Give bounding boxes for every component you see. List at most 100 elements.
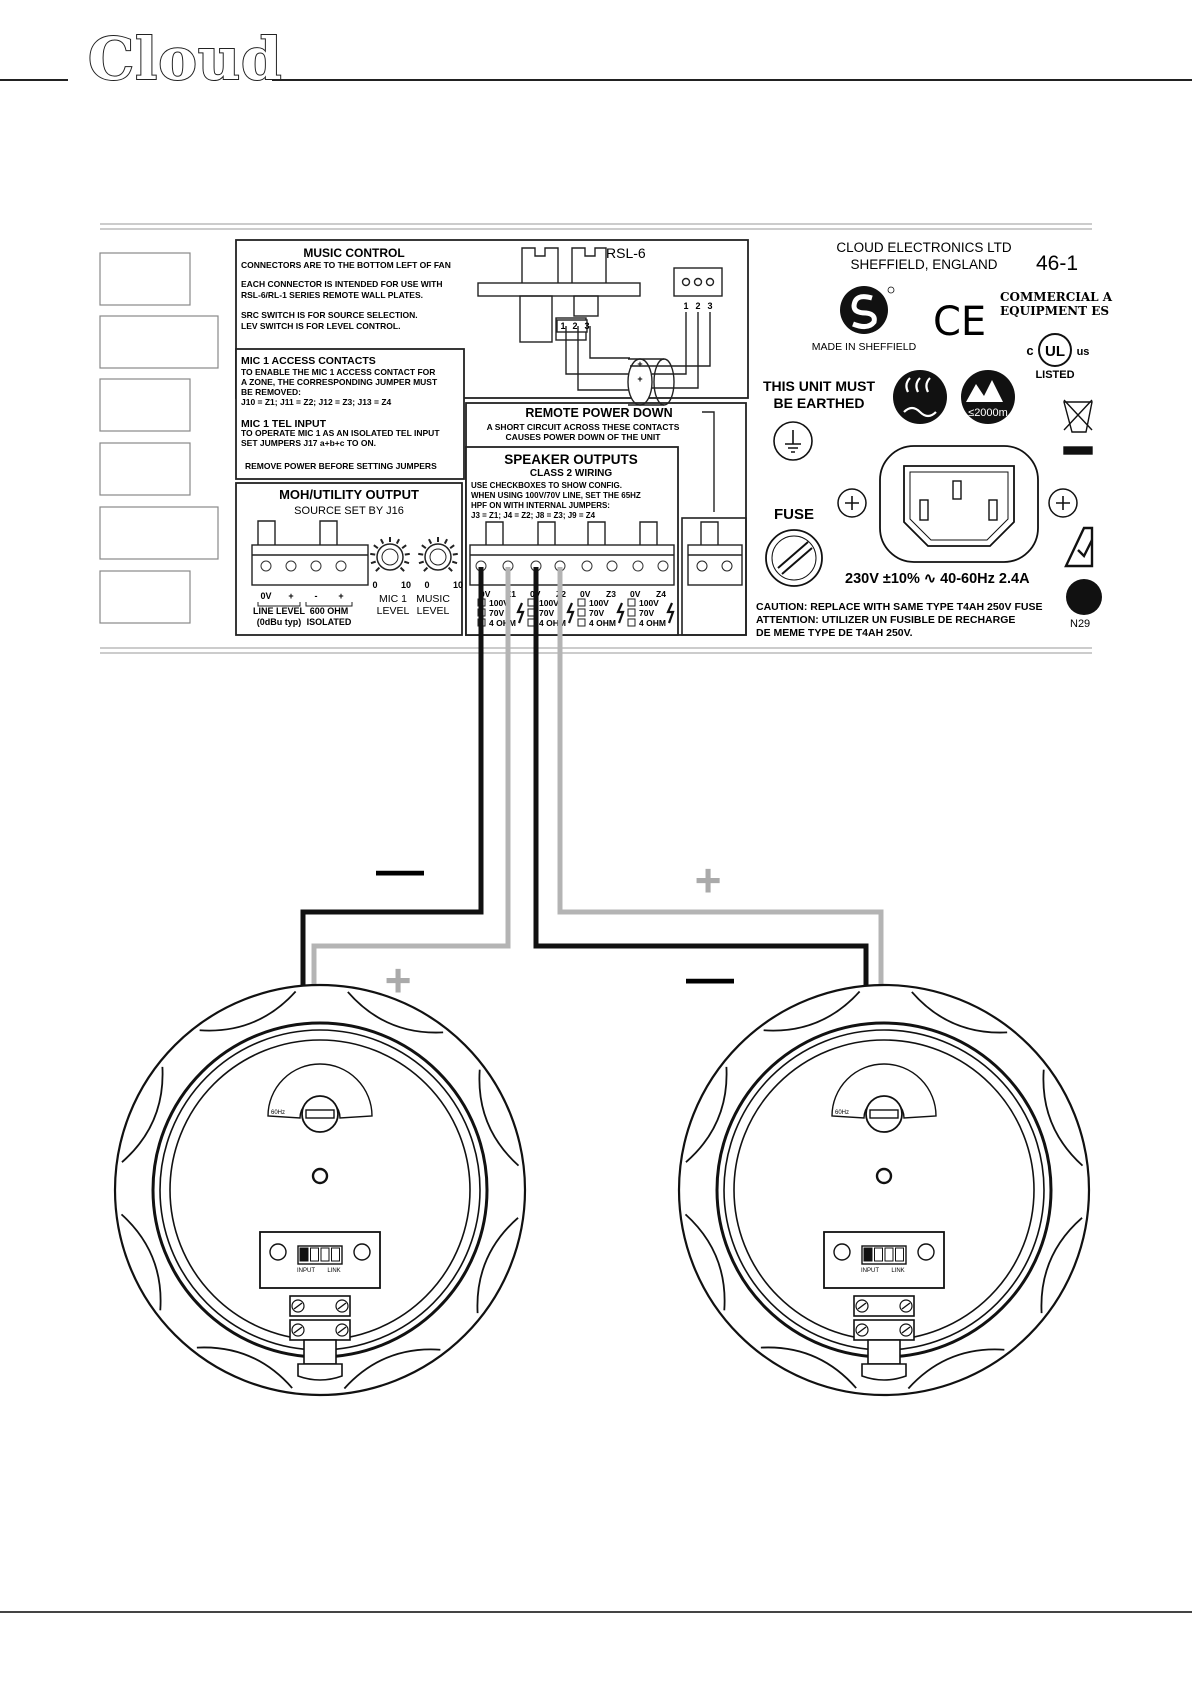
dial-label: 60Hz (835, 1110, 849, 1116)
remote-power-title: REMOTE POWER DOWN (525, 406, 672, 420)
zone-option-label: 4 OHM (539, 618, 566, 628)
knob-scale: 10 (453, 580, 463, 590)
terminal-pin: 3 (707, 301, 712, 311)
speaker-outputs-subtitle: CLASS 2 WIRING (530, 468, 612, 479)
terminal-input-label: INPUT (861, 1268, 879, 1274)
mic-access-line: BE REMOVED: (241, 387, 301, 397)
mic-access-line: TO ENABLE THE MIC 1 ACCESS CONTACT FOR (241, 367, 435, 377)
grille-cutout (347, 991, 444, 1034)
line-level-label: LINE LEVEL (253, 606, 306, 616)
grille-cutout (763, 990, 861, 1032)
terminal-link-label: LINK (891, 1268, 904, 1274)
speaker-connector[interactable] (469, 521, 675, 586)
zone-option-checkbox[interactable] (627, 608, 636, 617)
ul-listed: LISTED (1035, 369, 1074, 381)
grille-cutout (1040, 1217, 1083, 1314)
isolated-label: 600 OHM (310, 606, 349, 616)
mic-access-title: MIC 1 ACCESS CONTACTS (241, 355, 376, 367)
plate-pin: 3 (584, 321, 589, 331)
music-control-line: SRC SWITCH IS FOR SOURCE SELECTION. (241, 310, 418, 320)
zone-option-checkbox[interactable] (627, 598, 636, 607)
zone-option-label: 70V (639, 608, 654, 618)
ul-us: us (1077, 346, 1090, 358)
music-control-panel: MUSIC CONTROL CONNECTORS ARE TO THE BOTT… (235, 239, 749, 406)
fuse-holder[interactable] (765, 529, 823, 587)
music-level-label: LEVEL (417, 605, 450, 617)
terminal-input-label: INPUT (297, 1268, 315, 1274)
terminal-pin: 1 (683, 301, 688, 311)
speaker-input-terminal[interactable] (297, 1245, 343, 1265)
minus-label-left: — (376, 844, 424, 897)
ul-mark: UL (1045, 343, 1065, 360)
tropical-climate-icon (893, 370, 947, 424)
zone-ground-label: 0V (630, 589, 641, 599)
mic1-level-knob[interactable] (370, 537, 410, 572)
model-number: 46-1 (1036, 252, 1078, 275)
plate-pin: 1 (560, 321, 565, 331)
zone-option-label: 100V (489, 598, 509, 608)
zone-option-label: 4 OHM (489, 618, 516, 628)
grille-cutout (684, 1213, 726, 1311)
zone-label: Z1 (506, 589, 516, 599)
altitude-label: ≤2000m (968, 407, 1008, 419)
zone-option-label: 70V (489, 608, 504, 618)
class2-bolt-icon (516, 602, 525, 624)
isolated-label: ISOLATED (307, 617, 352, 627)
plate-pin: 2 (572, 321, 577, 331)
power-rating: 230V ±10% ∿ 40-60Hz 2.4A (845, 571, 1030, 587)
class2-bolt-icon (566, 602, 575, 624)
speaker-outputs-line: J3 = Z1; J4 = Z2; J8 = Z3; J9 = Z4 (471, 511, 596, 520)
commercial-label: COMMERCIAL A (1000, 290, 1113, 304)
speaker-outputs-panel: SPEAKER OUTPUTS CLASS 2 WIRING USE CHECK… (465, 446, 679, 636)
commercial-label: EQUIPMENT ES (1000, 304, 1109, 318)
moh-title: MOH/UTILITY OUTPUT (279, 487, 419, 502)
mic-tel-title: MIC 1 TEL INPUT (241, 418, 327, 430)
zone-option-checkbox[interactable] (627, 618, 636, 627)
inlet-screw-left (837, 488, 867, 518)
grille-cutout (907, 1348, 1005, 1390)
terminal-link-label: LINK (327, 1268, 340, 1274)
minus-label-right: — (686, 952, 734, 1005)
zone-option-label: 100V (639, 598, 659, 608)
ul-logo: UL c us (1026, 333, 1090, 367)
music-control-line: EACH CONNECTOR IS INTENDED FOR USE WITH (241, 279, 443, 289)
speaker-outputs-line: USE CHECKBOXES TO SHOW CONFIG. (471, 481, 622, 490)
ce-mark: CE (933, 299, 986, 345)
manufacturer-name: CLOUD ELECTRONICS LTD (836, 240, 1012, 255)
made-in-label: MADE IN SHEFFIELD (812, 341, 917, 353)
remote-power-connector[interactable] (687, 521, 743, 586)
music-control-line: CONNECTORS ARE TO THE BOTTOM LEFT OF FAN (241, 260, 451, 270)
zone-option-label: 70V (539, 608, 554, 618)
moh-pin-label: + (338, 591, 343, 601)
iec-power-inlet[interactable] (879, 445, 1039, 563)
moh-pin-label: + (288, 591, 293, 601)
grille-cutout (476, 1217, 519, 1314)
zone-option-checkbox[interactable] (577, 598, 586, 607)
cable-clip (867, 1339, 901, 1365)
clamp-block (853, 1295, 915, 1317)
speaker-outputs-line: HPF ON WITH INTERNAL JUMPERS: (471, 501, 610, 510)
zone-label: Z4 (656, 589, 666, 599)
panel-slots (99, 252, 219, 624)
mic1-level-label: LEVEL (377, 605, 410, 617)
earthed-warning: THIS UNIT MUST (763, 378, 875, 394)
earth-symbol (773, 421, 813, 461)
knob-scale: 0 (372, 580, 377, 590)
music-level-knob[interactable] (418, 537, 458, 572)
grille-cutout (120, 1213, 162, 1311)
dial-label: 60Hz (271, 1110, 285, 1116)
moh-panel: MOH/UTILITY OUTPUT SOURCE SET BY J16 0V … (235, 482, 463, 636)
fuse-caution: DE MEME TYPE DE T4AH 250V. (756, 627, 913, 639)
mount-hole (875, 1167, 893, 1185)
moh-pin-label: 0V (260, 591, 271, 601)
zone-label: Z3 (606, 589, 616, 599)
zone-option-checkbox[interactable] (577, 618, 586, 627)
moh-screws (260, 560, 347, 572)
zone-option-checkbox[interactable] (577, 608, 586, 617)
speaker-input-terminal[interactable] (861, 1245, 907, 1265)
zone-option-label: 4 OHM (589, 618, 616, 628)
fuse-caution: ATTENTION: UTILIZER UN FUSIBLE DE RECHAR… (756, 614, 1015, 626)
line-level-label: (0dBu typ) (257, 617, 302, 627)
